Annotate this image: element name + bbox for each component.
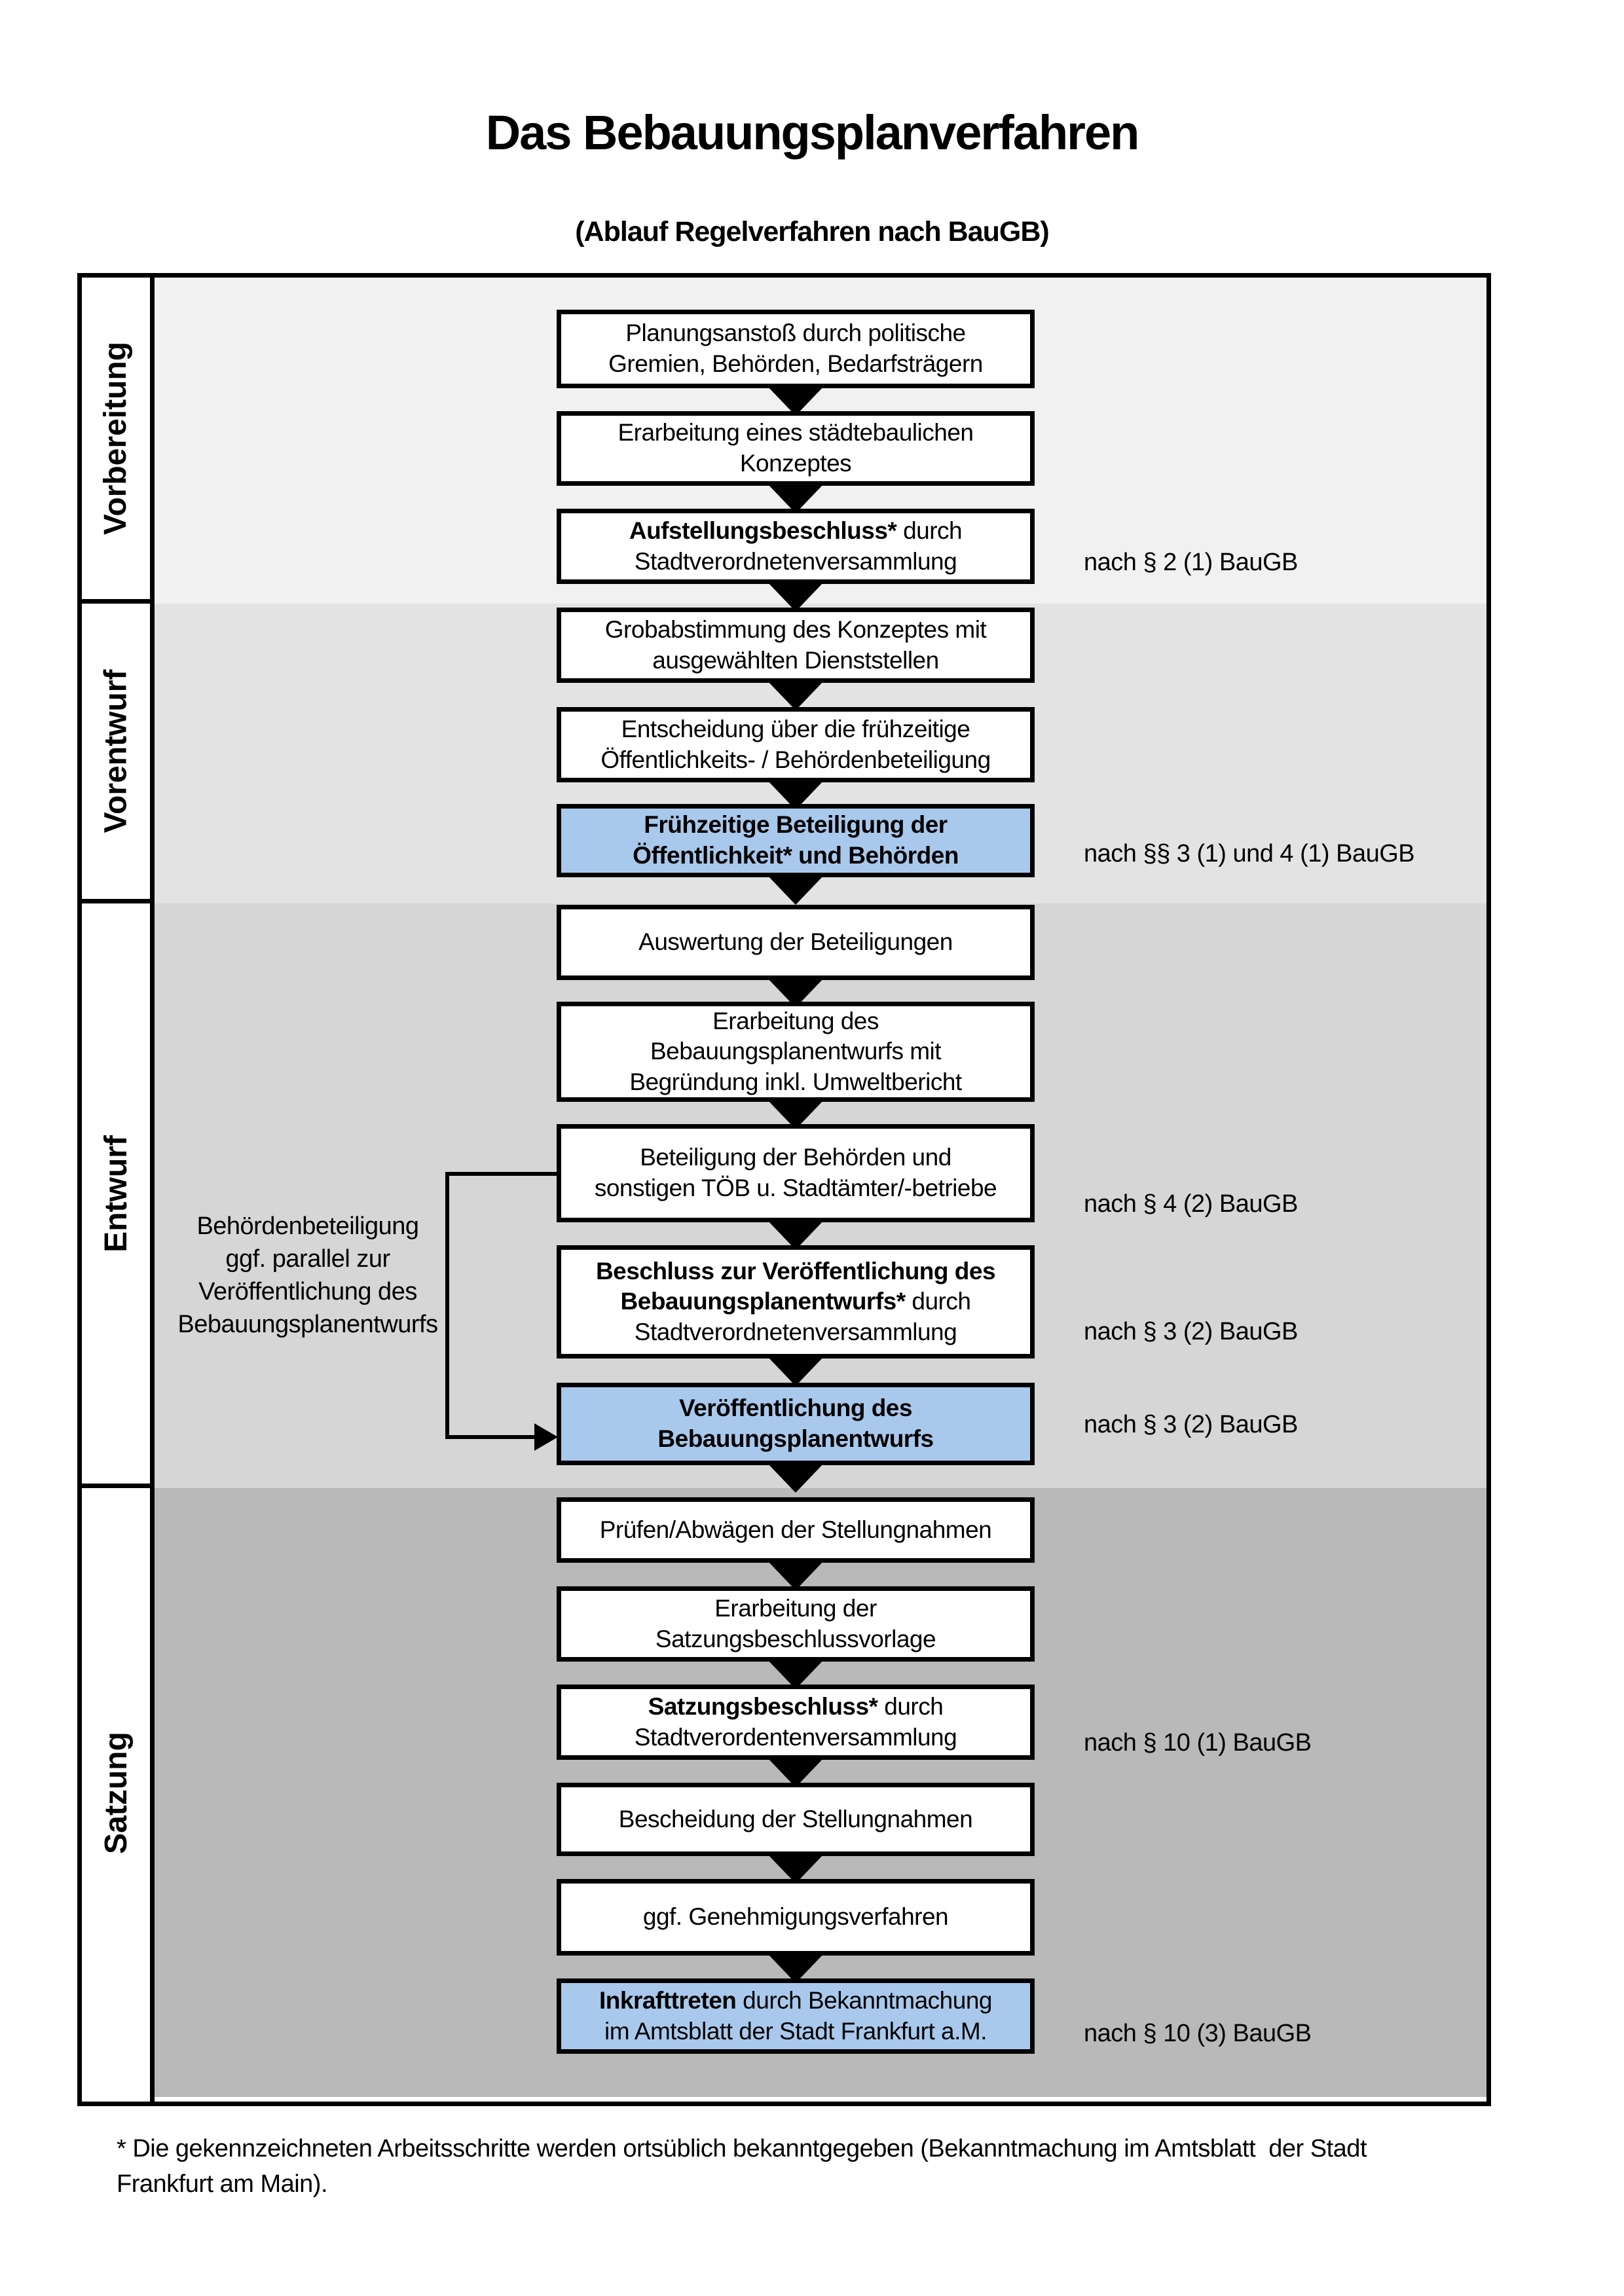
step-box-erarbeitung-entwurf: Erarbeitung des Bebauungsplanentwurfs mi… [557,1002,1035,1102]
legal-reference: nach §§ 3 (1) und 4 (1) BauGB [1084,840,1415,867]
legal-reference: nach § 3 (2) BauGB [1084,1411,1298,1438]
legal-reference: nach § 2 (1) BauGB [1084,549,1298,576]
flow-arrow-down-icon [767,1463,824,1493]
step-box-bescheidung: Bescheidung der Stellungnahmen [557,1783,1035,1856]
step-box-fruehzeitige-beteiligung: Frühzeitige Beteiligung der Öffentlichke… [557,804,1035,877]
step-box-veroeffentlichung: Veröffentlichung des Bebauungsplanentwur… [557,1383,1035,1465]
legal-reference: nach § 10 (3) BauGB [1084,2020,1312,2047]
step-box-beschluss-veroeffentlichung: Beschluss zur Veröffentlichung des Bebau… [557,1245,1035,1358]
phase-label-vorbereitung: Vorbereitung [98,341,134,536]
step-box-behoerdenbeteiligung: Beteiligung der Behörden und sonstigen T… [557,1124,1035,1222]
step-box-entscheidung-beteiligung: Entscheidung über die frühzeitige Öffent… [557,707,1035,782]
flow-arrow-down-icon [767,1220,824,1250]
flow-arrow-down-icon [767,1757,824,1787]
phase-label-column: Vorbereitung Vorentwurf Entwurf Satzung [82,278,155,2102]
step-box-auswertung: Auswertung der Beteiligungen [557,905,1035,980]
flow-arrow-down-icon [767,483,824,513]
flow-arrow-down-icon [767,1853,824,1884]
flow-arrow-down-icon [767,1356,824,1386]
phase-label-cell-entwurf: Entwurf [82,903,150,1488]
step-box-grobabstimmung: Grobabstimmung des Konzeptes mit ausgewä… [557,608,1035,683]
phase-label-vorentwurf: Vorentwurf [98,669,134,833]
flow-arrow-down-icon [767,1659,824,1689]
step-box-satzungsbeschluss: Satzungsbeschluss* durch Stadtverordente… [557,1685,1035,1760]
parallel-connector-bottom-line [445,1435,537,1439]
step-box-staedtebauliches-konzept: Erarbeitung eines städtebaulichen Konzep… [557,411,1035,486]
phase-label-entwurf: Entwurf [98,1135,134,1252]
flow-arrow-down-icon [767,1953,824,1983]
phase-label-cell-satzung: Satzung [82,1488,150,2097]
flow-arrow-down-icon [767,1560,824,1590]
parallel-connector-top-line [445,1172,557,1176]
step-box-aufstellungsbeschluss: Aufstellungsbeschluss* durch Stadtverord… [557,509,1035,584]
step-box-satzungsbeschlussvorlage: Erarbeitung der Satzungsbeschlussvorlage [557,1586,1035,1662]
legal-reference: nach § 10 (1) BauGB [1084,1729,1312,1757]
flow-arrow-down-icon [767,875,824,905]
side-annotation: Behördenbeteiligung ggf. parallel zur Ve… [177,1212,438,1339]
step-box-planungsanstoss: Planungsanstoß durch politische Gremien,… [557,310,1035,388]
step-box-pruefen-abwaegen: Prüfen/Abwägen der Stellungnahmen [557,1497,1035,1563]
parallel-connector-vertical-line [445,1172,449,1439]
step-box-genehmigungsverfahren: ggf. Genehmigungsverfahren [557,1879,1035,1956]
flow-arrow-down-icon [767,581,824,611]
legal-reference: nach § 3 (2) BauGB [1084,1318,1298,1345]
phase-label-cell-vorbereitung: Vorbereitung [82,278,150,604]
page-subtitle: (Ablauf Regelverfahren nach BauGB) [575,216,1049,247]
parallel-connector-arrowhead-icon [534,1423,558,1451]
phase-label-cell-vorentwurf: Vorentwurf [82,604,150,903]
footnote: * Die gekennzeichneten Arbeitsschritte w… [117,2135,1367,2198]
legal-reference: nach § 4 (2) BauGB [1084,1190,1298,1218]
step-box-inkrafttreten: Inkrafttreten durch Bekanntmachung im Am… [557,1978,1035,2054]
phase-label-satzung: Satzung [98,1731,134,1854]
flow-arrow-down-icon [767,680,824,710]
flow-arrow-down-icon [767,386,824,416]
page-title: Das Bebauungsplanverfahren [485,105,1140,160]
